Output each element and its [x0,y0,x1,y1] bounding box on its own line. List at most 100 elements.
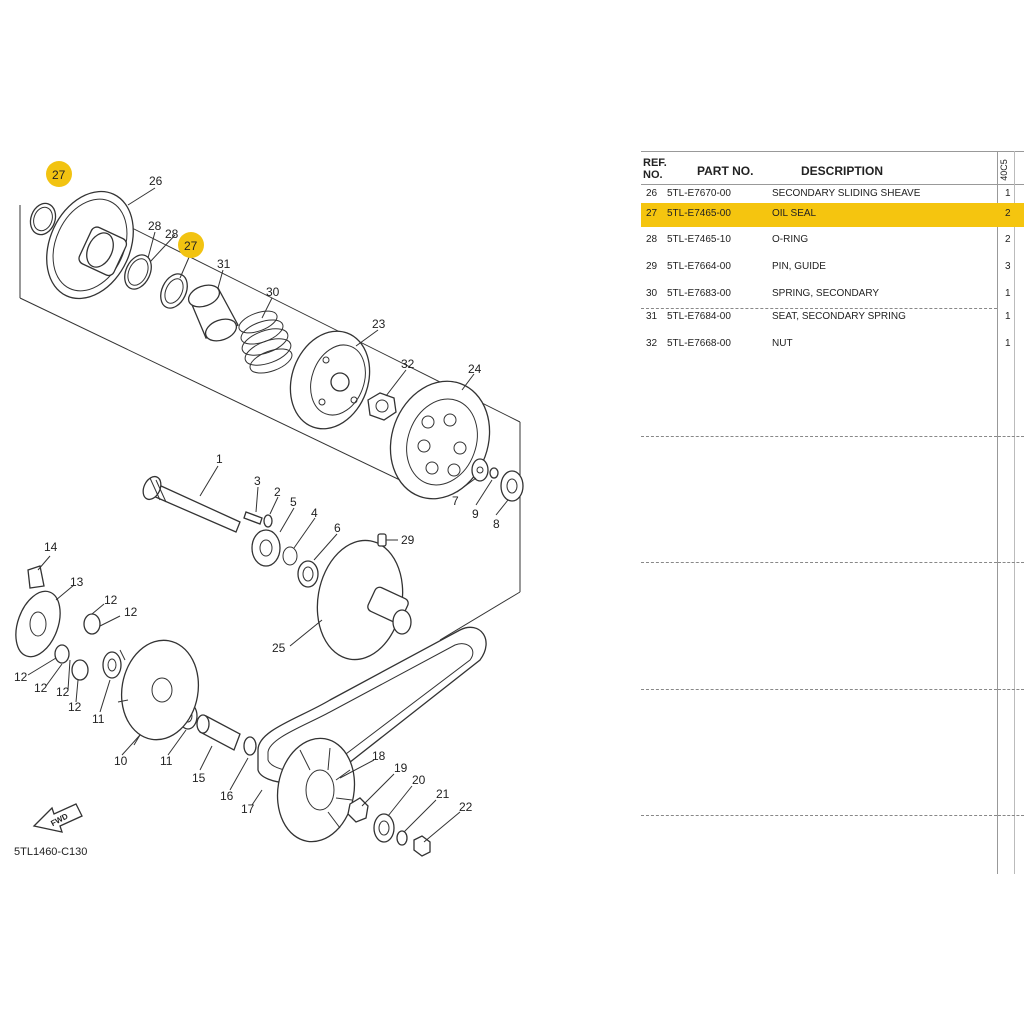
callout-28[interactable]: 28 [165,227,179,241]
callout-31[interactable]: 31 [217,257,231,271]
part-clutch-carrier-23[interactable] [277,320,383,440]
callout-25[interactable]: 25 [272,641,286,655]
callout-26[interactable]: 26 [149,174,163,188]
part-primary-fixed-sheave-18[interactable] [270,732,363,848]
part-primary-shaft-1[interactable] [140,474,241,533]
row-part-no: 5TL-E7683-00 [667,288,731,299]
callout-32[interactable]: 32 [401,357,415,371]
parts-table: REF. NO. PART NO. DESCRIPTION 40C5 26 5T… [641,151,1024,874]
part-guide-pin-29[interactable] [377,533,387,547]
part-bearing-8[interactable] [500,470,524,502]
header-ref-line2: NO. [643,169,663,181]
row-description: O-RING [772,234,809,245]
row-ref: 29 [646,261,658,272]
part-nut-32[interactable] [367,392,397,421]
callout-18[interactable]: 18 [372,749,386,763]
callout-22[interactable]: 22 [459,800,473,814]
callout-14[interactable]: 14 [44,540,58,554]
group-separator [641,815,997,816]
callout-13[interactable]: 13 [70,575,84,589]
callout-27[interactable]: 27 [184,239,198,253]
group-separator [998,815,1024,816]
callout-7[interactable]: 7 [452,494,459,508]
part-cam-13[interactable] [8,585,69,663]
callout-12[interactable]: 12 [68,700,82,714]
callout-27[interactable]: 27 [52,168,66,182]
part-washer-2[interactable] [263,514,273,528]
table-row[interactable]: 32 5TL-E7668-00 NUT 1 [641,333,1024,355]
callout-12[interactable]: 12 [124,605,138,619]
part-fixed-sheave-25[interactable] [308,534,412,667]
row-ref: 30 [646,288,658,299]
part-secondary-spring-30[interactable] [236,307,295,378]
callout-2[interactable]: 2 [274,485,281,499]
table-row[interactable]: 28 5TL-E7465-10 O-RING 2 [641,229,1024,251]
callout-4[interactable]: 4 [311,506,318,520]
callout-24[interactable]: 24 [468,362,482,376]
part-collar-15[interactable] [196,714,241,751]
part-weight-12[interactable] [54,613,101,681]
callout-1[interactable]: 1 [216,452,223,466]
group-separator [641,436,997,437]
callout-3[interactable]: 3 [254,474,261,488]
part-secondary-sliding-sheave-26[interactable] [30,177,150,312]
callout-5[interactable]: 5 [290,495,297,509]
group-separator [641,562,997,563]
row-description: SECONDARY SLIDING SHEAVE [772,188,921,199]
callout-11[interactable]: 11 [160,754,173,768]
row-part-no: 5TL-E7668-00 [667,338,731,349]
column-divider [997,151,998,874]
part-oil-seal-27-right[interactable] [156,270,193,313]
part-collar-7[interactable] [471,458,489,482]
part-primary-sliding-sheave-10[interactable] [114,634,206,746]
callout-23[interactable]: 23 [372,317,386,331]
callout-16[interactable]: 16 [220,789,234,803]
row-part-no: 5TL-E7670-00 [667,188,731,199]
part-oil-seal-27-left[interactable] [26,200,59,238]
table-row[interactable]: 29 5TL-E7664-00 PIN, GUIDE 3 [641,256,1024,278]
callout-11[interactable]: 11 [92,712,105,726]
row-part-no: 5TL-E7684-00 [667,311,731,322]
part-o-ring-28[interactable] [120,251,157,294]
callout-12[interactable]: 12 [14,670,28,684]
part-spacer-19[interactable] [347,797,369,823]
part-washer-20[interactable] [373,813,395,843]
table-row[interactable]: 26 5TL-E7670-00 SECONDARY SLIDING SHEAVE… [641,183,1024,205]
callout-10[interactable]: 10 [114,754,128,768]
part-washer-16[interactable] [243,736,257,756]
group-separator [998,436,1024,437]
callout-17[interactable]: 17 [241,802,255,816]
callout-21[interactable]: 21 [436,787,450,801]
table-row[interactable]: 30 5TL-E7683-00 SPRING, SECONDARY 1 [641,283,1024,305]
callout-12[interactable]: 12 [104,593,118,607]
callout-19[interactable]: 19 [394,761,408,775]
row-qty: 2 [1005,234,1011,245]
part-washer-21[interactable] [396,830,408,846]
callout-12[interactable]: 12 [34,681,48,695]
callout-29[interactable]: 29 [401,533,415,547]
callout-8[interactable]: 8 [493,517,500,531]
callout-9[interactable]: 9 [472,507,479,521]
part-clutch-housing-24[interactable] [374,367,505,513]
row-ref: 27 [646,208,658,219]
group-separator [998,562,1024,563]
row-ref: 31 [646,311,658,322]
header-ref: REF. NO. [643,157,667,181]
part-oil-seal-6[interactable] [297,560,319,588]
table-row-highlighted[interactable]: 27 5TL-E7465-00 OIL SEAL 2 [641,203,1024,227]
part-nut-22[interactable] [413,835,431,857]
callout-28[interactable]: 28 [148,219,162,233]
callout-20[interactable]: 20 [412,773,426,787]
row-qty: 1 [1005,338,1011,349]
part-circlip-4[interactable] [282,546,298,566]
part-spring-seat-31[interactable] [186,281,240,345]
part-bearing-5[interactable] [251,529,281,567]
callout-30[interactable]: 30 [266,285,280,299]
callout-12[interactable]: 12 [56,685,70,699]
part-slider-14[interactable] [27,565,45,589]
table-row[interactable]: 31 5TL-E7684-00 SEAT, SECONDARY SPRING 1 [641,306,1024,328]
part-washer-9[interactable] [489,467,499,479]
callout-6[interactable]: 6 [334,521,341,535]
part-bolt-3[interactable] [243,511,263,525]
callout-15[interactable]: 15 [192,771,206,785]
